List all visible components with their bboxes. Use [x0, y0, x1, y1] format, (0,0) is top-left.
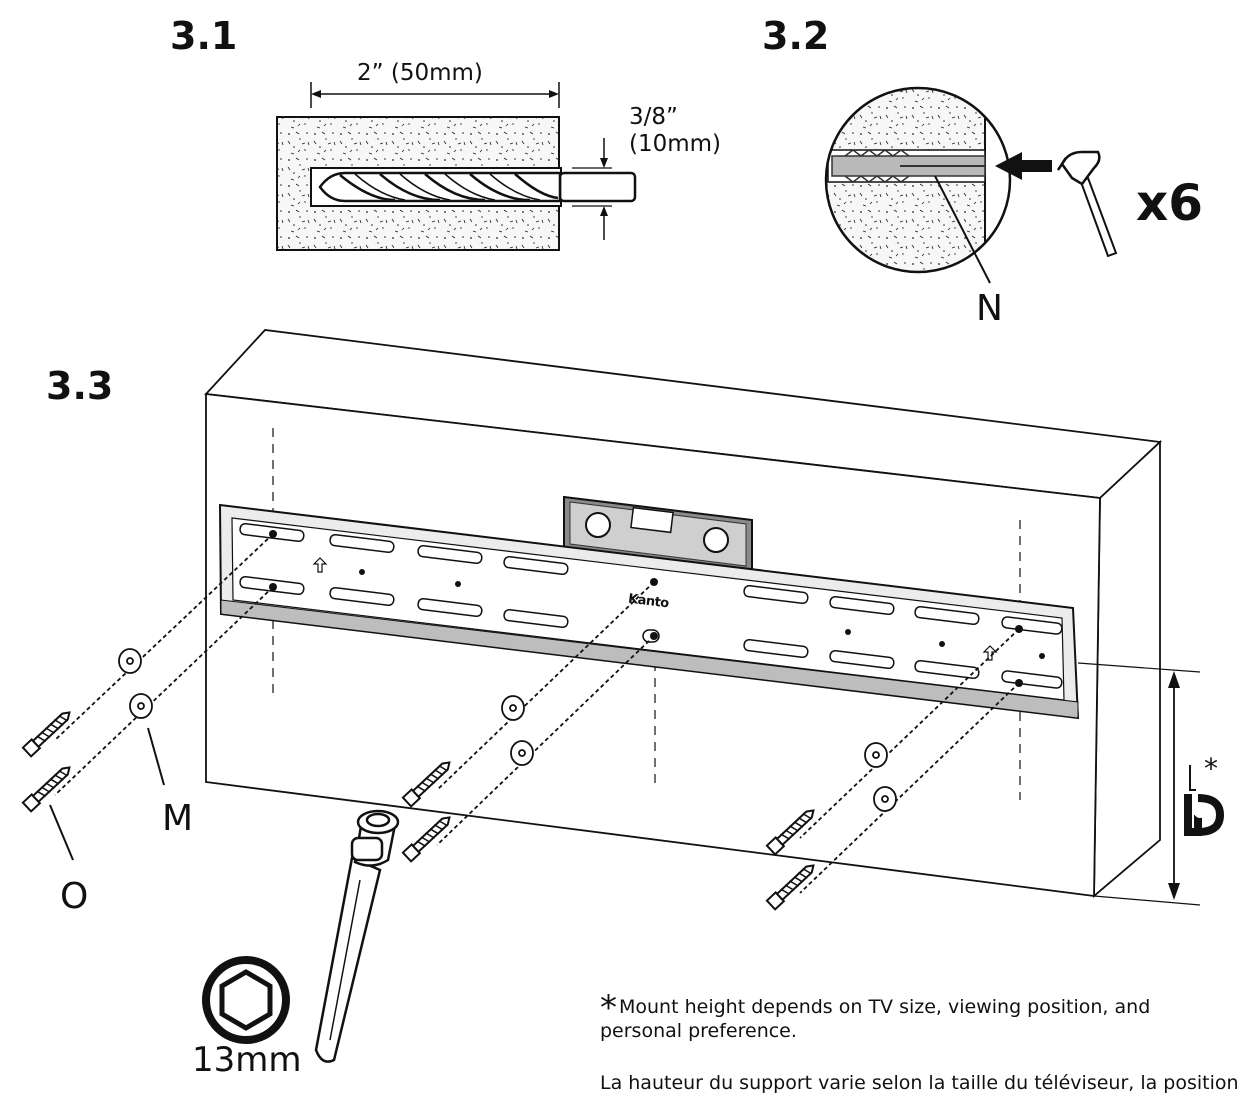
footnote-english: *Mount height depends on TV size, viewin…	[600, 991, 1230, 1043]
callout-o: O	[60, 876, 89, 917]
callout-n: N	[976, 288, 1003, 329]
ratchet-wrench-icon	[314, 809, 400, 1063]
drill-depth-label: 2” (50mm)	[357, 60, 483, 86]
step-3-2-label: 3.2	[762, 14, 830, 58]
drill-diameter-label-line2: (10mm)	[629, 131, 722, 157]
drill-hole-section	[276, 82, 637, 251]
wall-plate-bracket	[218, 503, 1080, 720]
socket-13mm-icon	[202, 956, 290, 1044]
step-3-1-label: 3.1	[170, 14, 238, 58]
mount-height-asterisk: *	[1204, 752, 1218, 785]
callout-m: M	[162, 798, 194, 839]
lag-bolts	[21, 711, 815, 911]
bolt-alignment-lines	[54, 533, 1020, 894]
anchor-quantity: x6	[1136, 174, 1204, 232]
socket-size-label: 13mm	[192, 1040, 302, 1080]
washers	[118, 648, 897, 812]
mount-height-icon	[1184, 765, 1225, 836]
drill-diameter-label-line1: 3/8”	[629, 104, 678, 130]
step-3-3-label: 3.3	[46, 364, 114, 408]
mount-height-dimension	[1077, 662, 1201, 906]
footnote-english-text: Mount height depends on TV size, viewing…	[600, 996, 1151, 1042]
footnote-french-text: La hauteur du support varie selon la tai…	[600, 1072, 1237, 1094]
anchor-detail-circle	[824, 86, 1052, 284]
hammer-icon	[1056, 150, 1118, 258]
footnote-asterisk: *	[600, 988, 617, 1028]
drill-bit	[318, 171, 637, 203]
